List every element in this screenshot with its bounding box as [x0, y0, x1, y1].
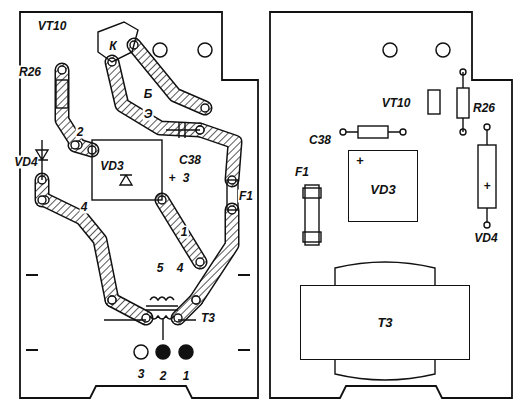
part-label: T3 [200, 312, 216, 325]
resistor-body [462, 72, 463, 132]
pin-number: 3 [137, 368, 146, 381]
solder-pad [196, 258, 204, 266]
bridge-diode [120, 175, 132, 185]
solder-pad [201, 104, 209, 112]
trace-edge [112, 300, 146, 318]
board-outline [270, 12, 512, 398]
part-label: R26 [18, 66, 42, 79]
transformer-pins [134, 345, 193, 359]
board-outline [20, 12, 258, 398]
mount-hole [153, 43, 167, 57]
pin-number: 3 [182, 172, 191, 185]
part-label: VT10 [381, 97, 412, 110]
solder-pad [192, 296, 200, 304]
part-label: F1 [294, 166, 310, 179]
pin-number: 5 [156, 262, 165, 275]
component-outlines [303, 69, 496, 380]
part-label: C38 [178, 154, 202, 167]
part-label: T3 [376, 316, 393, 330]
trace-edge [134, 45, 205, 108]
capacitor-body [358, 126, 388, 138]
capacitor-body [346, 131, 400, 132]
pin-number: 4 [176, 262, 185, 275]
transformer-body: T3 [300, 285, 470, 360]
polarity-mark: + [355, 154, 365, 168]
transformer-frame [335, 262, 435, 380]
pin-number: 1 [182, 370, 191, 383]
slot [26, 275, 250, 350]
pin-number: 2 [159, 370, 168, 383]
fuse-cap [303, 188, 321, 198]
bridge-outline [92, 140, 162, 200]
solder-pad [142, 314, 150, 322]
pin-number: 4 [80, 201, 89, 214]
trace-fill [45, 200, 112, 300]
part-label: Э [143, 108, 154, 121]
part-label: + [167, 172, 176, 185]
trace-fill [134, 45, 205, 108]
resistor-body [457, 88, 469, 118]
fuse-symbol [227, 180, 238, 210]
trace-edge [45, 200, 112, 300]
component-outlines [36, 22, 238, 340]
trace-edge [162, 200, 200, 262]
pin-number: 1 [180, 226, 189, 239]
solder-pad [108, 296, 116, 304]
transistor-body [428, 90, 440, 114]
transformer-coil [146, 297, 178, 319]
rectifier-body: + VD3 [348, 150, 418, 222]
fuse-body [305, 185, 319, 245]
solder-pad [38, 196, 46, 204]
part-label: VD3 [99, 160, 124, 173]
mount-hole [383, 43, 397, 57]
leader-line [104, 318, 196, 340]
part-label: R26 [472, 102, 496, 115]
solder-pad [174, 314, 182, 322]
capacitor-symbol [166, 122, 200, 138]
resistor-symbol [56, 80, 68, 108]
copper-traces [38, 41, 236, 322]
part-label: VD3 [369, 183, 396, 197]
pin-number: 2 [76, 126, 85, 139]
trace-edge [200, 130, 235, 180]
solder-pad [71, 141, 79, 149]
trace-fill [162, 200, 200, 262]
part-label: VT10 [37, 20, 68, 33]
solder-pad [58, 66, 66, 74]
part-label: C38 [308, 134, 332, 147]
trace-fill [112, 300, 146, 318]
part-label: + [482, 180, 491, 193]
mount-hole [436, 43, 450, 57]
mount-hole [198, 43, 212, 57]
transistor-symbol [98, 22, 138, 62]
part-label: F1 [238, 190, 254, 203]
part-label: К [108, 40, 117, 53]
trace-fill [200, 130, 235, 180]
part-label: VD4 [473, 232, 498, 245]
solder-pad [192, 296, 200, 304]
fuse-cap [303, 232, 321, 242]
part-label: Б [143, 88, 154, 101]
part-label: VD4 [13, 156, 38, 169]
solder-pad [108, 296, 116, 304]
diode-body [478, 145, 496, 208]
